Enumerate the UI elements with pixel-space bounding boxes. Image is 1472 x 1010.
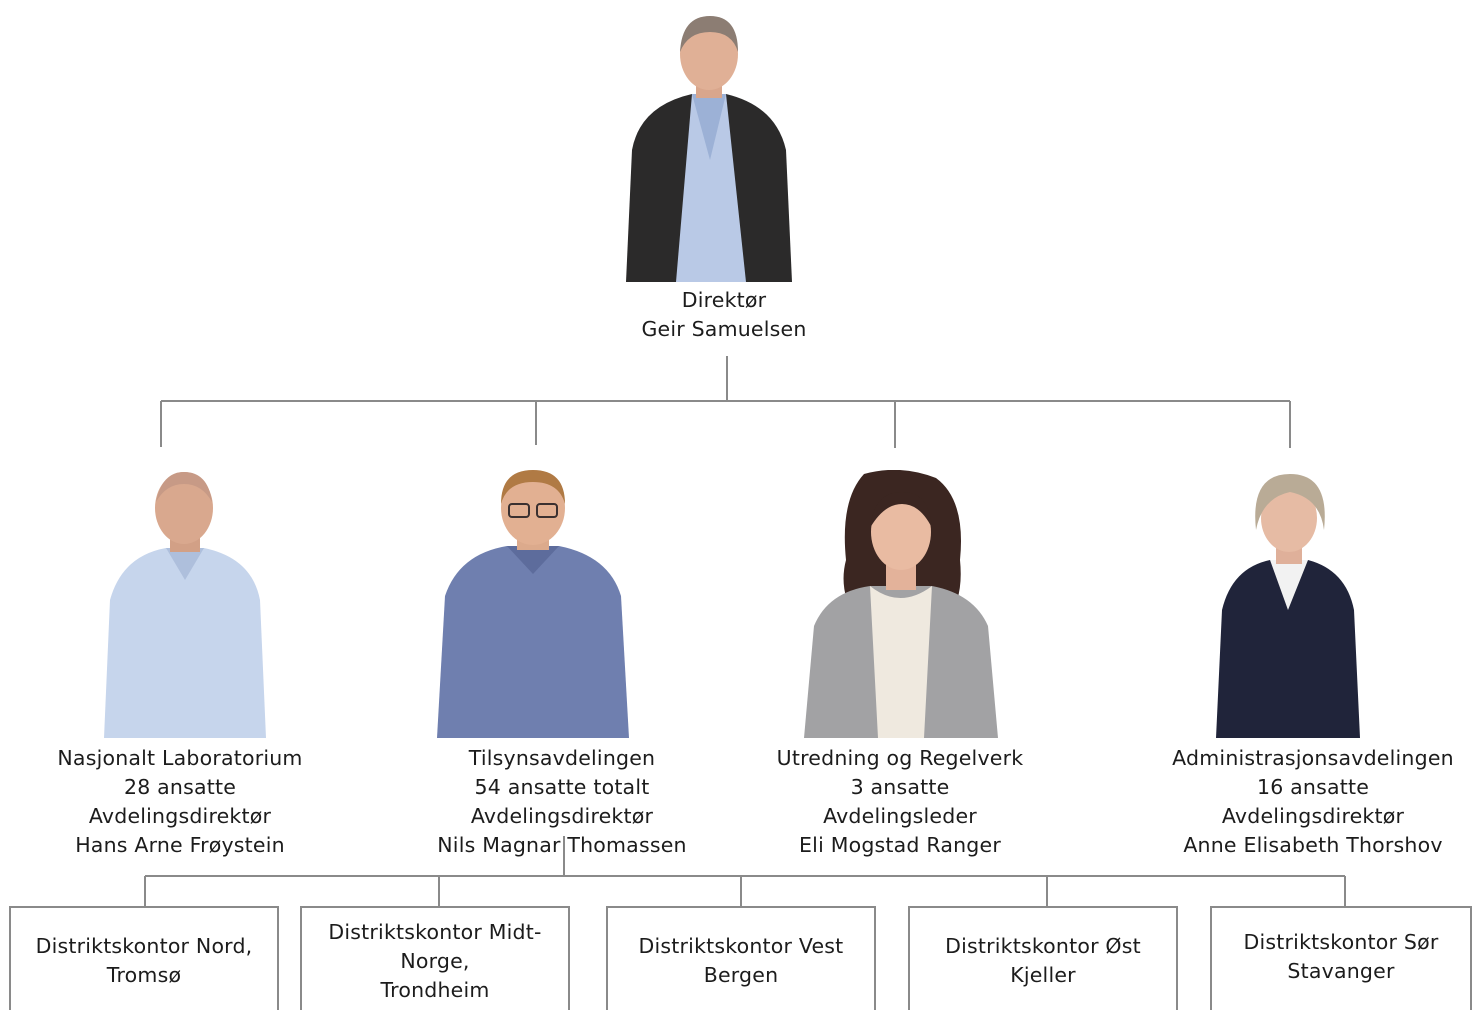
department-caption: Administrasjonsavdelingen 16 ansatte Avd… <box>1154 744 1472 860</box>
department-caption: Nasjonalt Laboratorium 28 ansatte Avdeli… <box>20 744 340 860</box>
department-head-name: Anne Elisabeth Thorshov <box>1183 833 1443 857</box>
district-office-box: Distriktskontor Midt- Norge, Trondheim <box>300 906 570 1010</box>
department-unit: Utredning og Regelverk <box>776 746 1024 770</box>
department-role: Avdelingsleder <box>823 804 977 828</box>
director-caption: Direktør Geir Samuelsen <box>552 286 896 344</box>
department-role: Avdelingsdirektør <box>88 804 272 828</box>
district-office-label: Distriktskontor Midt- Norge, Trondheim <box>328 920 542 1002</box>
director-name: Geir Samuelsen <box>641 317 807 341</box>
department-role: Avdelingsdirektør <box>1221 804 1405 828</box>
district-office-label: Distriktskontor Nord, Tromsø <box>35 934 253 987</box>
department-caption: Tilsynsavdelingen 54 ansatte totalt Avde… <box>402 744 722 860</box>
district-office-box: Distriktskontor Sør Stavanger <box>1210 906 1472 1010</box>
department-staff-count: 16 ansatte <box>1256 775 1370 799</box>
department-head-name: Hans Arne Frøystein <box>75 833 285 857</box>
district-office-label: Distriktskontor Sør Stavanger <box>1243 930 1439 983</box>
department-head-portrait <box>804 470 998 738</box>
district-office-box: Distriktskontor Vest Bergen <box>606 906 876 1010</box>
department-caption: Utredning og Regelverk 3 ansatte Avdelin… <box>740 744 1060 860</box>
department-role: Avdelingsdirektør <box>470 804 654 828</box>
district-office-box: Distriktskontor Nord, Tromsø <box>9 906 279 1010</box>
department-staff-count: 28 ansatte <box>123 775 237 799</box>
department-head-name: Nils Magnar Thomassen <box>437 833 687 857</box>
director-title: Direktør <box>681 288 767 312</box>
department-staff-count: 54 ansatte totalt <box>474 775 650 799</box>
department-staff-count: 3 ansatte <box>850 775 950 799</box>
director-portrait <box>626 16 792 282</box>
department-head-portrait <box>1216 474 1360 738</box>
district-office-label: Distriktskontor Vest Bergen <box>638 934 844 987</box>
department-unit: Tilsynsavdelingen <box>468 746 656 770</box>
department-head-portrait <box>104 472 266 738</box>
district-office-box: Distriktskontor Øst Kjeller <box>908 906 1178 1010</box>
department-head-name: Eli Mogstad Ranger <box>799 833 1001 857</box>
district-office-label: Distriktskontor Øst Kjeller <box>945 934 1141 987</box>
department-unit: Nasjonalt Laboratorium <box>57 746 303 770</box>
department-unit: Administrasjonsavdelingen <box>1172 746 1454 770</box>
department-head-portrait <box>437 470 629 738</box>
